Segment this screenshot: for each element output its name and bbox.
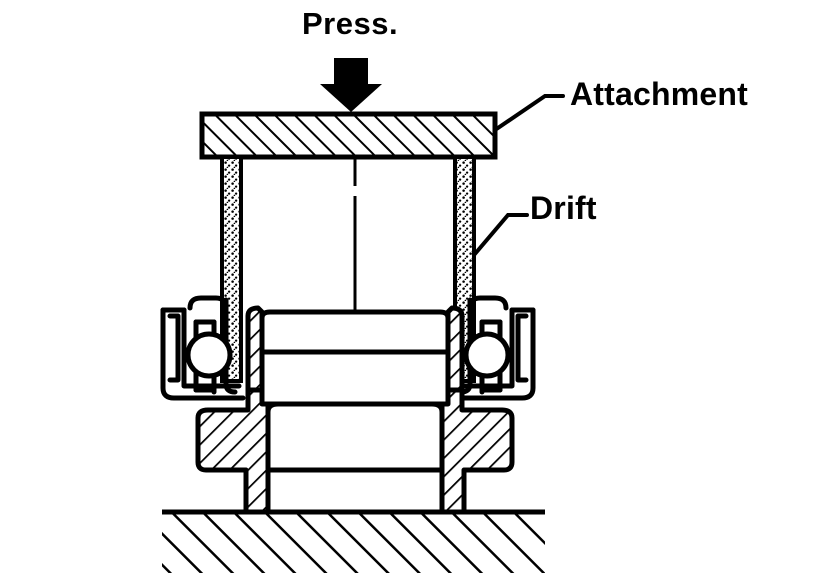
ball-bearing-right (463, 331, 511, 379)
attachment-label: Attachment (570, 76, 749, 112)
ground-base (162, 509, 545, 573)
hub-mid-body (259, 349, 451, 407)
hub-flange-left (195, 387, 271, 515)
drift-leader-line (472, 213, 529, 257)
hub-upper-sleeve (259, 309, 451, 355)
hub-flange-right (439, 387, 515, 515)
press-arrow-icon (320, 58, 382, 112)
attachment-plate (199, 111, 498, 160)
hub-lower-barrel (265, 401, 445, 517)
drift-label: Drift (530, 190, 597, 226)
press-label: Press. (302, 6, 399, 41)
attachment-leader-line (493, 94, 565, 132)
ball-bearing-left (185, 331, 233, 379)
